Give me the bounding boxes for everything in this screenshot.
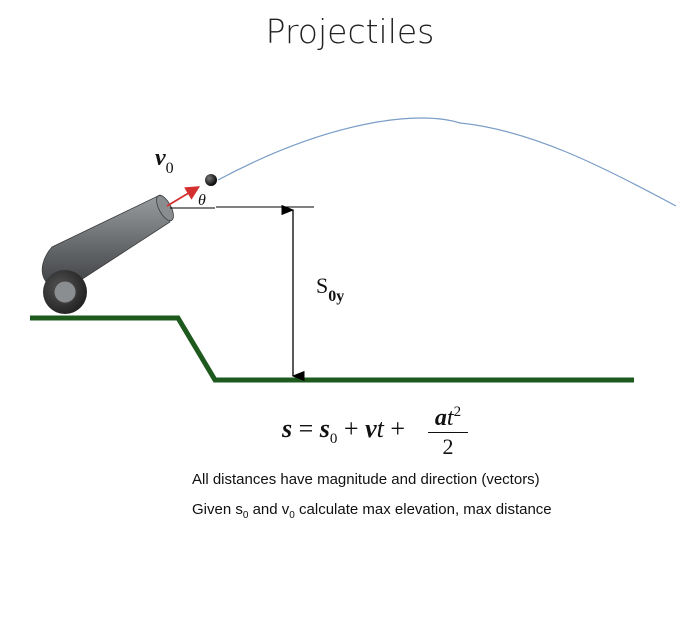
cannon-muzzle	[156, 194, 174, 222]
theta-label: θ	[198, 192, 206, 209]
note-given-sub1: 0	[242, 510, 249, 521]
equation-denominator: 2	[442, 434, 454, 459]
note-vectors: All distances have magnitude and directi…	[192, 471, 540, 488]
equation-left: s = s0 + vt +	[282, 414, 405, 448]
note-given-b: and v	[248, 501, 290, 518]
eq-equals: =	[292, 414, 320, 443]
cannon	[41, 194, 174, 314]
slide-title: Projectiles	[265, 12, 435, 51]
s0y-label-base: S	[316, 273, 328, 298]
equation-numerator: at2	[428, 398, 468, 433]
eq-plus-2: +	[383, 414, 406, 443]
s0y-label: S0y	[316, 273, 344, 305]
eq-num-t: t	[446, 405, 454, 431]
eq-num-exp: 2	[453, 404, 462, 420]
trajectory-curve	[217, 117, 677, 207]
s0y-label-sub: 0y	[328, 288, 344, 305]
cannon-wheel-hub	[53, 280, 77, 304]
note-given: Given s0 and v0 calculate max elevation,…	[192, 501, 552, 521]
note-given-a: Given s	[192, 501, 243, 518]
eq-plus-1: +	[337, 414, 366, 443]
eq-t: t	[376, 414, 384, 443]
ground-line	[30, 315, 634, 383]
eq-s: s	[282, 414, 293, 443]
eq-s0-sub: 0	[329, 431, 338, 448]
eq-s0: s	[319, 414, 330, 443]
note-given-sub2: 0	[289, 510, 295, 521]
eq-v: v	[365, 414, 377, 443]
v0-label: v0	[155, 145, 174, 177]
eq-num-a: a	[434, 405, 447, 431]
v0-label-sub: 0	[166, 160, 174, 177]
equation-fraction: at2 2	[428, 398, 468, 461]
cannonball	[205, 174, 217, 186]
note-given-c: calculate max elevation, max distance	[294, 501, 552, 518]
v0-label-base: v	[155, 145, 166, 171]
velocity-arrow	[166, 186, 201, 207]
kinematics-equation: s = s0 + vt + at2 2	[282, 398, 482, 468]
